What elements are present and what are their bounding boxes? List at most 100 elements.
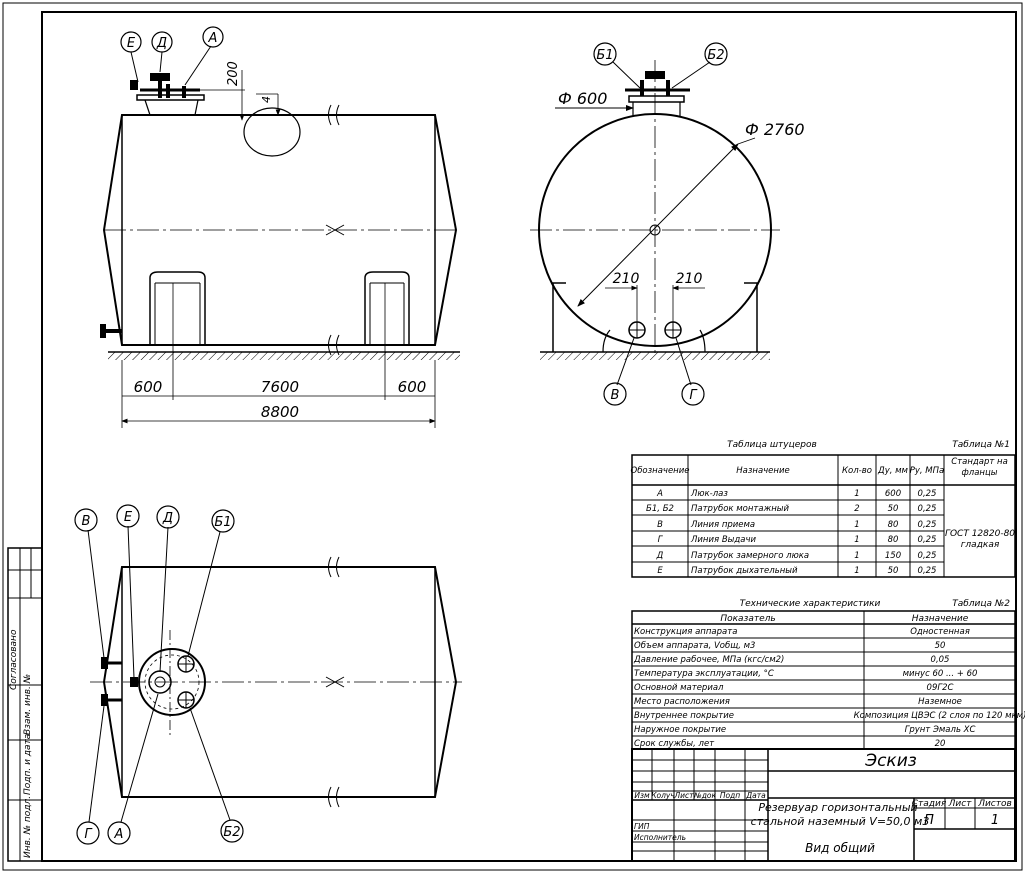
stamp-doc-code: Эскиз xyxy=(864,751,917,771)
plan-view: В Е Д Б1 Г А Б2 xyxy=(74,504,462,845)
callout-label: Б1 xyxy=(214,515,231,530)
stamp-col: №док xyxy=(693,791,717,800)
callout-circle xyxy=(593,42,617,66)
dim-offset-right: 210 xyxy=(676,271,703,287)
callout-circle xyxy=(120,31,142,53)
table1-cell: 80 xyxy=(888,520,899,530)
table2-cell: минус 60 ... + 60 xyxy=(903,669,978,679)
table1-header: Стандарт на фланцы xyxy=(951,457,1008,478)
side-stamp: Согласовано Взам. инв. № Подп. и дата Ин… xyxy=(7,547,43,862)
callout-label: В xyxy=(611,388,620,403)
dim-thickness: 4 xyxy=(260,96,273,103)
stamp-col: Колуч xyxy=(651,791,675,800)
dim-offset-left: 210 xyxy=(613,271,640,287)
front-view: Ф 2760 Ф 600 210 210 Б1 Б2 xyxy=(530,42,805,406)
table1-cell: В xyxy=(657,520,663,530)
stamp-col: Лист xyxy=(673,791,694,800)
callout-circle xyxy=(156,505,180,529)
table1-cell: 1 xyxy=(854,535,859,545)
table1-cell: Е xyxy=(657,566,663,576)
table1-header: Ру, МПа xyxy=(910,466,945,476)
stamp-replace-inv: Взам. инв. № xyxy=(23,674,33,735)
table1-cell: 0,25 xyxy=(918,489,937,499)
table1-cell: Патрубок монтажный xyxy=(691,504,790,514)
stamp-view: Вид общий xyxy=(805,841,875,855)
stamp-executor: Исполнитель xyxy=(634,833,686,842)
callout-circle xyxy=(107,821,131,845)
table1-header: Кол-во xyxy=(842,466,872,476)
callout-label: Б2 xyxy=(223,825,240,840)
table2-cell: Основной материал xyxy=(634,683,724,693)
callout-label: Е xyxy=(124,510,133,525)
callout-circle xyxy=(681,382,705,406)
table2-cell: Наружное покрытие xyxy=(634,725,726,735)
table1-number: Таблица №1 xyxy=(952,440,1010,450)
table2-cell: Наземное xyxy=(918,697,962,707)
stamp-title-2: стальной наземный V=50,0 м3 xyxy=(751,815,930,828)
table2-cell: 09Г2С xyxy=(927,683,954,693)
stamp-col: Дата xyxy=(745,791,766,800)
stamp-title-1: Резервуар горизонтальный xyxy=(758,801,917,814)
table1-cell: 1 xyxy=(854,566,859,576)
callout-circle xyxy=(76,821,100,845)
table1-cell: 600 xyxy=(885,489,901,499)
table1-cell: 1 xyxy=(854,520,859,530)
table1-cell: 0,25 xyxy=(918,535,937,545)
table1-cell: 0,25 xyxy=(918,504,937,514)
table1-cell: Д xyxy=(656,551,664,561)
table2-cell: 50 xyxy=(935,641,946,651)
callout-label: Д xyxy=(156,36,167,51)
callout-circle xyxy=(202,26,224,48)
table1-cell: 80 xyxy=(888,535,899,545)
table1-title: Таблица штуцеров xyxy=(727,440,817,450)
table2-cell: Давление рабочее, МПа (кгс/см2) xyxy=(633,655,784,665)
table2-cell: 0,05 xyxy=(931,655,950,665)
dim-left: 600 xyxy=(134,378,163,396)
callout-label: Д xyxy=(162,511,173,526)
dim-diameter: Ф 2760 xyxy=(745,120,805,139)
table1-cell: 150 xyxy=(885,551,901,561)
callout-label: Г xyxy=(84,827,93,842)
table2-cell: Внутреннее покрытие xyxy=(634,711,734,721)
callout-label: В xyxy=(82,514,91,529)
stamp-sheets: 1 xyxy=(991,813,999,828)
stamp-agreed: Согласовано xyxy=(9,629,19,690)
table1-cell: Патрубок замерного люка xyxy=(691,551,809,561)
stamp-sign-date: Подп. и дата xyxy=(23,734,33,795)
table2-cell: Объем аппарата, Vобщ, м3 xyxy=(634,641,755,651)
stamp-stage-label: Стадия xyxy=(912,799,947,809)
table2-cell: Температура эксплуатации, °С xyxy=(634,669,774,679)
table1-cell: Линия приема xyxy=(690,520,755,530)
title-block: Изм Колуч Лист №док Подп Дата ГИП Исполн… xyxy=(631,748,1016,862)
table1-cell: 2 xyxy=(854,504,859,514)
stamp-col: Подп xyxy=(720,791,740,800)
table2-cell: Место расположения xyxy=(634,697,730,707)
stamp-gip: ГИП xyxy=(634,822,650,831)
table1-cell: Патрубок дыхательный xyxy=(691,566,798,576)
table1-cell: 50 xyxy=(888,504,899,514)
table1-standard: гладкая xyxy=(961,540,1000,550)
table1-cell: 1 xyxy=(854,551,859,561)
callout-label: А xyxy=(208,31,218,46)
table2-cell: Грунт Эмаль ХС xyxy=(905,725,976,735)
table2-cell: Одностенная xyxy=(910,627,970,637)
stamp-sheet-label: Лист xyxy=(948,799,973,809)
callout-circle xyxy=(603,382,627,406)
table1-cell: 50 xyxy=(888,566,899,576)
table1-cell: 0,25 xyxy=(918,551,937,561)
dim-total: 8800 xyxy=(261,403,299,421)
table1-cell: 0,25 xyxy=(918,520,937,530)
table2-cell: Композиция ЦВЭС (2 слоя по 120 мкм) xyxy=(854,711,1025,721)
specs-table: Технические характеристики Таблица №2 По… xyxy=(631,599,1025,750)
callout-circle xyxy=(211,509,235,533)
dim-nozzle-dia: Ф 600 xyxy=(558,89,607,108)
table1-cell: Линия Выдачи xyxy=(690,535,756,545)
dim-height: 200 xyxy=(226,61,241,86)
table2-number: Таблица №2 xyxy=(952,599,1010,609)
callout-label: Б2 xyxy=(707,48,724,63)
table1-standard: ГОСТ 12820-80 xyxy=(945,529,1015,539)
callout-circle xyxy=(116,504,140,528)
